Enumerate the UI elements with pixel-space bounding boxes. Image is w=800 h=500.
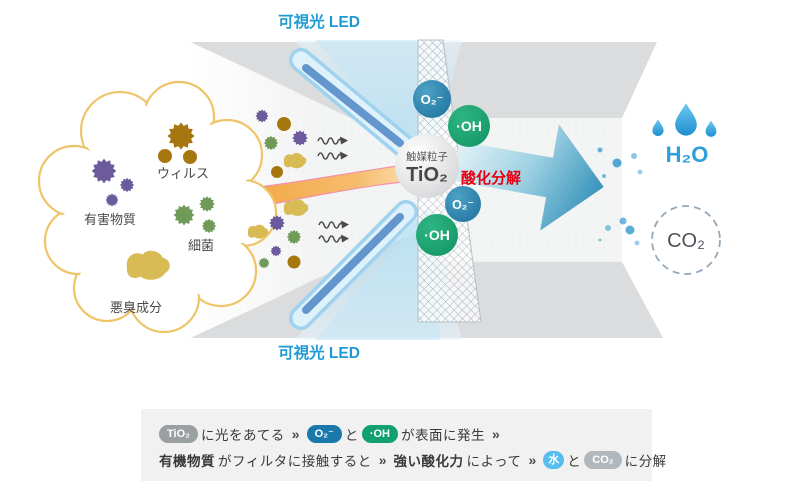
- odor-label: 悪臭成分: [110, 300, 162, 315]
- co2-label: CO₂: [667, 230, 705, 252]
- led-label-bottom: 可視光 LED: [278, 343, 360, 362]
- led-glow-bottom-inner: [315, 210, 440, 340]
- legend-text: が表面に発生: [400, 428, 485, 443]
- led-label-top: 可視光 LED: [278, 12, 360, 31]
- cloud-inner-fill: [42, 85, 273, 329]
- legend-text: によって: [466, 454, 522, 469]
- legend-text: と: [344, 428, 359, 443]
- virus-particle-icon: [287, 255, 301, 269]
- virus-label: ウィルス: [157, 166, 209, 181]
- purification-diagram: O₂⁻ ·OH 触媒粒子 TiO₂ O₂⁻ ·OH 酸化分解: [37, 12, 721, 362]
- oh-chip: ·OH: [361, 425, 398, 443]
- legend-text: に分解: [624, 454, 667, 469]
- big-flow-arrow-icon: [452, 124, 604, 231]
- co2-output: CO₂: [651, 205, 721, 275]
- chevron-separator: »: [491, 426, 500, 442]
- catalyst-particle-badge: [395, 134, 459, 198]
- harmful-label: 有害物質: [84, 212, 136, 227]
- h2o-output: H₂O: [652, 103, 717, 167]
- duct-top-right-face: [418, 42, 657, 118]
- legend-text-oxidation-power: 強い酸化力: [393, 454, 464, 469]
- radical-circles: O₂⁻ ·OH 触媒粒子 TiO₂ O₂⁻ ·OH 酸化分解: [395, 80, 521, 256]
- catalyst-caption: 触媒粒子: [406, 150, 448, 163]
- o2-radical-label: O₂⁻: [421, 92, 444, 107]
- oh-radical-label: ·OH: [424, 227, 450, 243]
- water-drops-icon: [652, 103, 717, 137]
- tio2-chip: TiO₂: [159, 425, 199, 443]
- oh-radical-badge: [416, 214, 458, 256]
- chevron-separator: »: [528, 452, 537, 468]
- virus-particles: [158, 122, 197, 164]
- virus-particle-icon: [277, 117, 291, 131]
- chevron-separator: »: [291, 426, 300, 442]
- o2-chip: O₂⁻: [306, 425, 342, 443]
- h2o-label: H₂O: [666, 142, 709, 167]
- co2-dashed-circle-icon: [651, 205, 721, 275]
- bacteria-label: 細菌: [188, 238, 214, 253]
- oxidation-label: 酸化分解: [461, 169, 521, 187]
- co2-chip: CO₂: [584, 451, 622, 469]
- oh-radical-label: ·OH: [456, 118, 482, 134]
- decomposed-particle-dots: [597, 147, 643, 246]
- pollutant-cloud: ウィルス 有害物質 細菌 悪臭成分: [37, 80, 278, 334]
- legend-text-organic: 有機物質: [159, 454, 215, 469]
- o2-radical-badge: [445, 186, 481, 222]
- inflow-particles: [247, 109, 309, 269]
- o2-radical-label: O₂⁻: [452, 198, 474, 212]
- catalyst-formula: TiO₂: [406, 164, 448, 186]
- legend-text: と: [567, 454, 582, 469]
- water-chip: 水: [543, 451, 565, 469]
- chevron-separator: »: [378, 452, 387, 468]
- o2-radical-badge: [413, 80, 451, 118]
- legend-text: に光をあてる: [201, 428, 285, 443]
- oh-radical-badge: [448, 105, 490, 147]
- virus-particle-icon: [271, 166, 283, 178]
- legend-text: がフィルタに接触すると: [218, 454, 372, 469]
